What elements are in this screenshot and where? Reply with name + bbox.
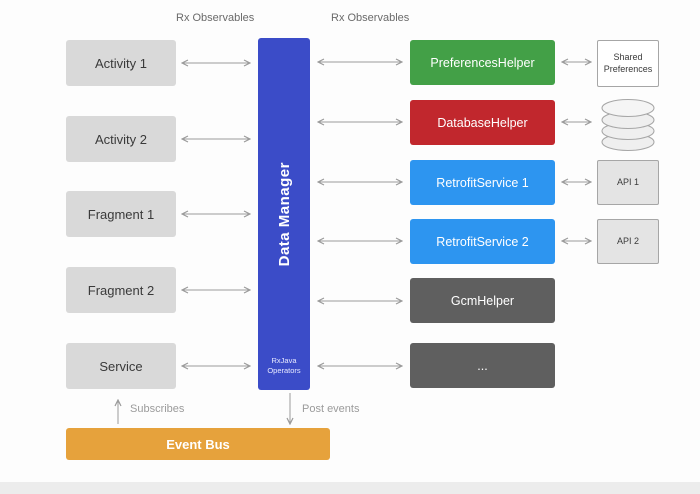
rxjava-operators-label: RxJava Operators xyxy=(267,355,301,375)
post-events-label: Post events xyxy=(302,403,360,415)
service-label: Service xyxy=(99,358,143,374)
event-bus-label: Event Bus xyxy=(166,436,230,452)
shared-preferences-label: Shared Preferences xyxy=(603,52,653,74)
event-bus-box: Event Bus xyxy=(66,428,330,460)
datamanager-to-right-arrows xyxy=(318,62,402,366)
database-helper-box: DatabaseHelper xyxy=(410,100,555,145)
retrofit-service1-label: RetrofitService 1 xyxy=(436,175,529,190)
rx-observables-label-right: Rx Observables xyxy=(331,12,410,24)
ellipsis-label: ... xyxy=(477,358,488,373)
page-background-strip xyxy=(0,482,700,494)
fragment1-box: Fragment 1 xyxy=(66,191,176,237)
ellipsis-box: ... xyxy=(410,343,555,388)
service-box: Service xyxy=(66,343,176,389)
api1-label: API 1 xyxy=(616,176,639,187)
right-to-external-arrows xyxy=(562,62,591,241)
activity2-label: Activity 2 xyxy=(94,131,147,147)
retrofit-service2-box: RetrofitService 2 xyxy=(410,219,555,264)
subscribes-label: Subscribes xyxy=(130,403,185,415)
gcm-helper-box: GcmHelper xyxy=(410,278,555,323)
fragment2-label: Fragment 2 xyxy=(87,282,155,298)
activity1-label: Activity 1 xyxy=(94,55,147,71)
fragment2-box: Fragment 2 xyxy=(66,267,176,313)
api2-box: API 2 xyxy=(597,219,659,264)
rx-observables-label-left: Rx Observables xyxy=(176,12,255,24)
data-manager-box: Data Manager RxJava Operators xyxy=(258,38,310,390)
retrofit-service1-box: RetrofitService 1 xyxy=(410,160,555,205)
preferences-helper-box: PreferencesHelper xyxy=(410,40,555,85)
shared-preferences-box: Shared Preferences xyxy=(597,40,659,87)
activity2-box: Activity 2 xyxy=(66,116,176,162)
gcm-helper-label: GcmHelper xyxy=(450,293,515,308)
data-manager-label: Data Manager xyxy=(275,161,293,267)
fragment1-label: Fragment 1 xyxy=(87,206,155,222)
api2-label: API 2 xyxy=(616,235,639,246)
retrofit-service2-label: RetrofitService 2 xyxy=(436,234,529,249)
left-to-datamanager-arrows xyxy=(182,63,250,366)
activity1-box: Activity 1 xyxy=(66,40,176,86)
api1-box: API 1 xyxy=(597,160,659,205)
database-helper-label: DatabaseHelper xyxy=(437,115,528,130)
preferences-helper-label: PreferencesHelper xyxy=(430,55,535,70)
database-cylinder-icon xyxy=(601,99,655,151)
